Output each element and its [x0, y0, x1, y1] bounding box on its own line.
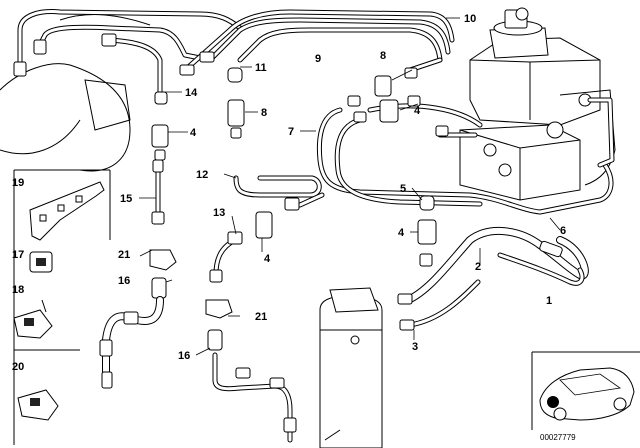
- callout-5: 5: [400, 183, 406, 195]
- side-panel-frame: [13, 169, 111, 445]
- callout-leaders: [139, 17, 561, 356]
- callout-19: 19: [12, 177, 24, 189]
- callout-7: 7: [288, 126, 294, 138]
- callout-17: 17: [12, 249, 24, 261]
- callout-11: 11: [255, 62, 267, 74]
- callout-8: 8: [261, 107, 267, 119]
- callout-16-center: 16: [178, 350, 190, 362]
- brake-hose-left: [99, 249, 177, 389]
- clip-part-20: [17, 389, 59, 421]
- callout-4-right: 4: [398, 227, 405, 239]
- brake-line-part-15: [151, 159, 165, 225]
- brake-hose-center: [205, 299, 297, 443]
- callout-10: 10: [464, 13, 476, 25]
- rear-brake-lines: [316, 97, 615, 215]
- callout-13: 13: [213, 207, 225, 219]
- front-brake-lines: [17, 9, 455, 98]
- fittings-and-unions: [151, 67, 449, 267]
- brake-line-part-12: [233, 175, 325, 211]
- abs-hydraulic-unit: [459, 7, 616, 201]
- callout-14: 14: [185, 87, 198, 99]
- callout-18: 18: [12, 284, 24, 296]
- callout-9: 9: [315, 53, 321, 65]
- location-marker: [547, 396, 559, 408]
- brake-line-part-13: [209, 231, 243, 283]
- callout-1: 1: [546, 295, 552, 307]
- callout-20: 20: [12, 361, 24, 373]
- callout-8-top: 8: [380, 50, 386, 62]
- callout-15: 15: [120, 193, 132, 205]
- callout-4-left: 4: [190, 127, 197, 139]
- diagram-code: 00027779: [540, 433, 576, 442]
- top-line-fittings: [13, 33, 215, 105]
- callout-2: 2: [475, 261, 481, 273]
- callout-21-left: 21: [118, 249, 130, 261]
- clip-part-18: [13, 299, 53, 339]
- callout-4-mid: 4: [264, 253, 271, 265]
- callout-21-center: 21: [255, 311, 267, 323]
- callout-3: 3: [412, 341, 418, 353]
- vehicle-locator-thumbnail: 00027779: [531, 351, 640, 442]
- callout-12: 12: [196, 169, 208, 181]
- clip-part-19: [29, 181, 105, 241]
- callout-16-left: 16: [118, 275, 130, 287]
- callout-4-center: 4: [414, 105, 421, 117]
- clip-part-17: [29, 251, 53, 273]
- brake-line-part-1: [397, 226, 589, 331]
- wheel-hub-outline: [0, 14, 151, 172]
- callout-6: 6: [560, 225, 566, 237]
- brake-caliper: [319, 287, 383, 448]
